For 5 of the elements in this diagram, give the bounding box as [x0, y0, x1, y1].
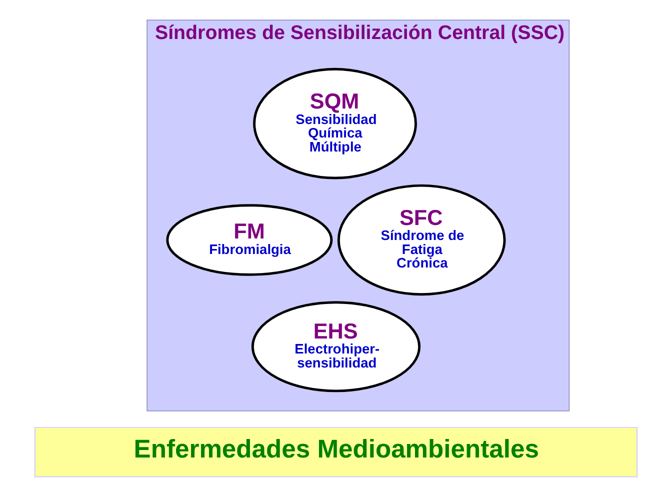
node-ellipse: SQM Sensibilidad Química Múltiple — [253, 68, 417, 180]
node-ellipse: FM Fibromialgia — [166, 204, 333, 276]
node-ellipse: SFC Síndrome de Fatiga Crónica — [337, 184, 506, 296]
node-ellipse: EHS Electrohiper- sensibilidad — [251, 301, 421, 392]
node-box: Enfermedades Medioambientales — [34, 427, 638, 478]
